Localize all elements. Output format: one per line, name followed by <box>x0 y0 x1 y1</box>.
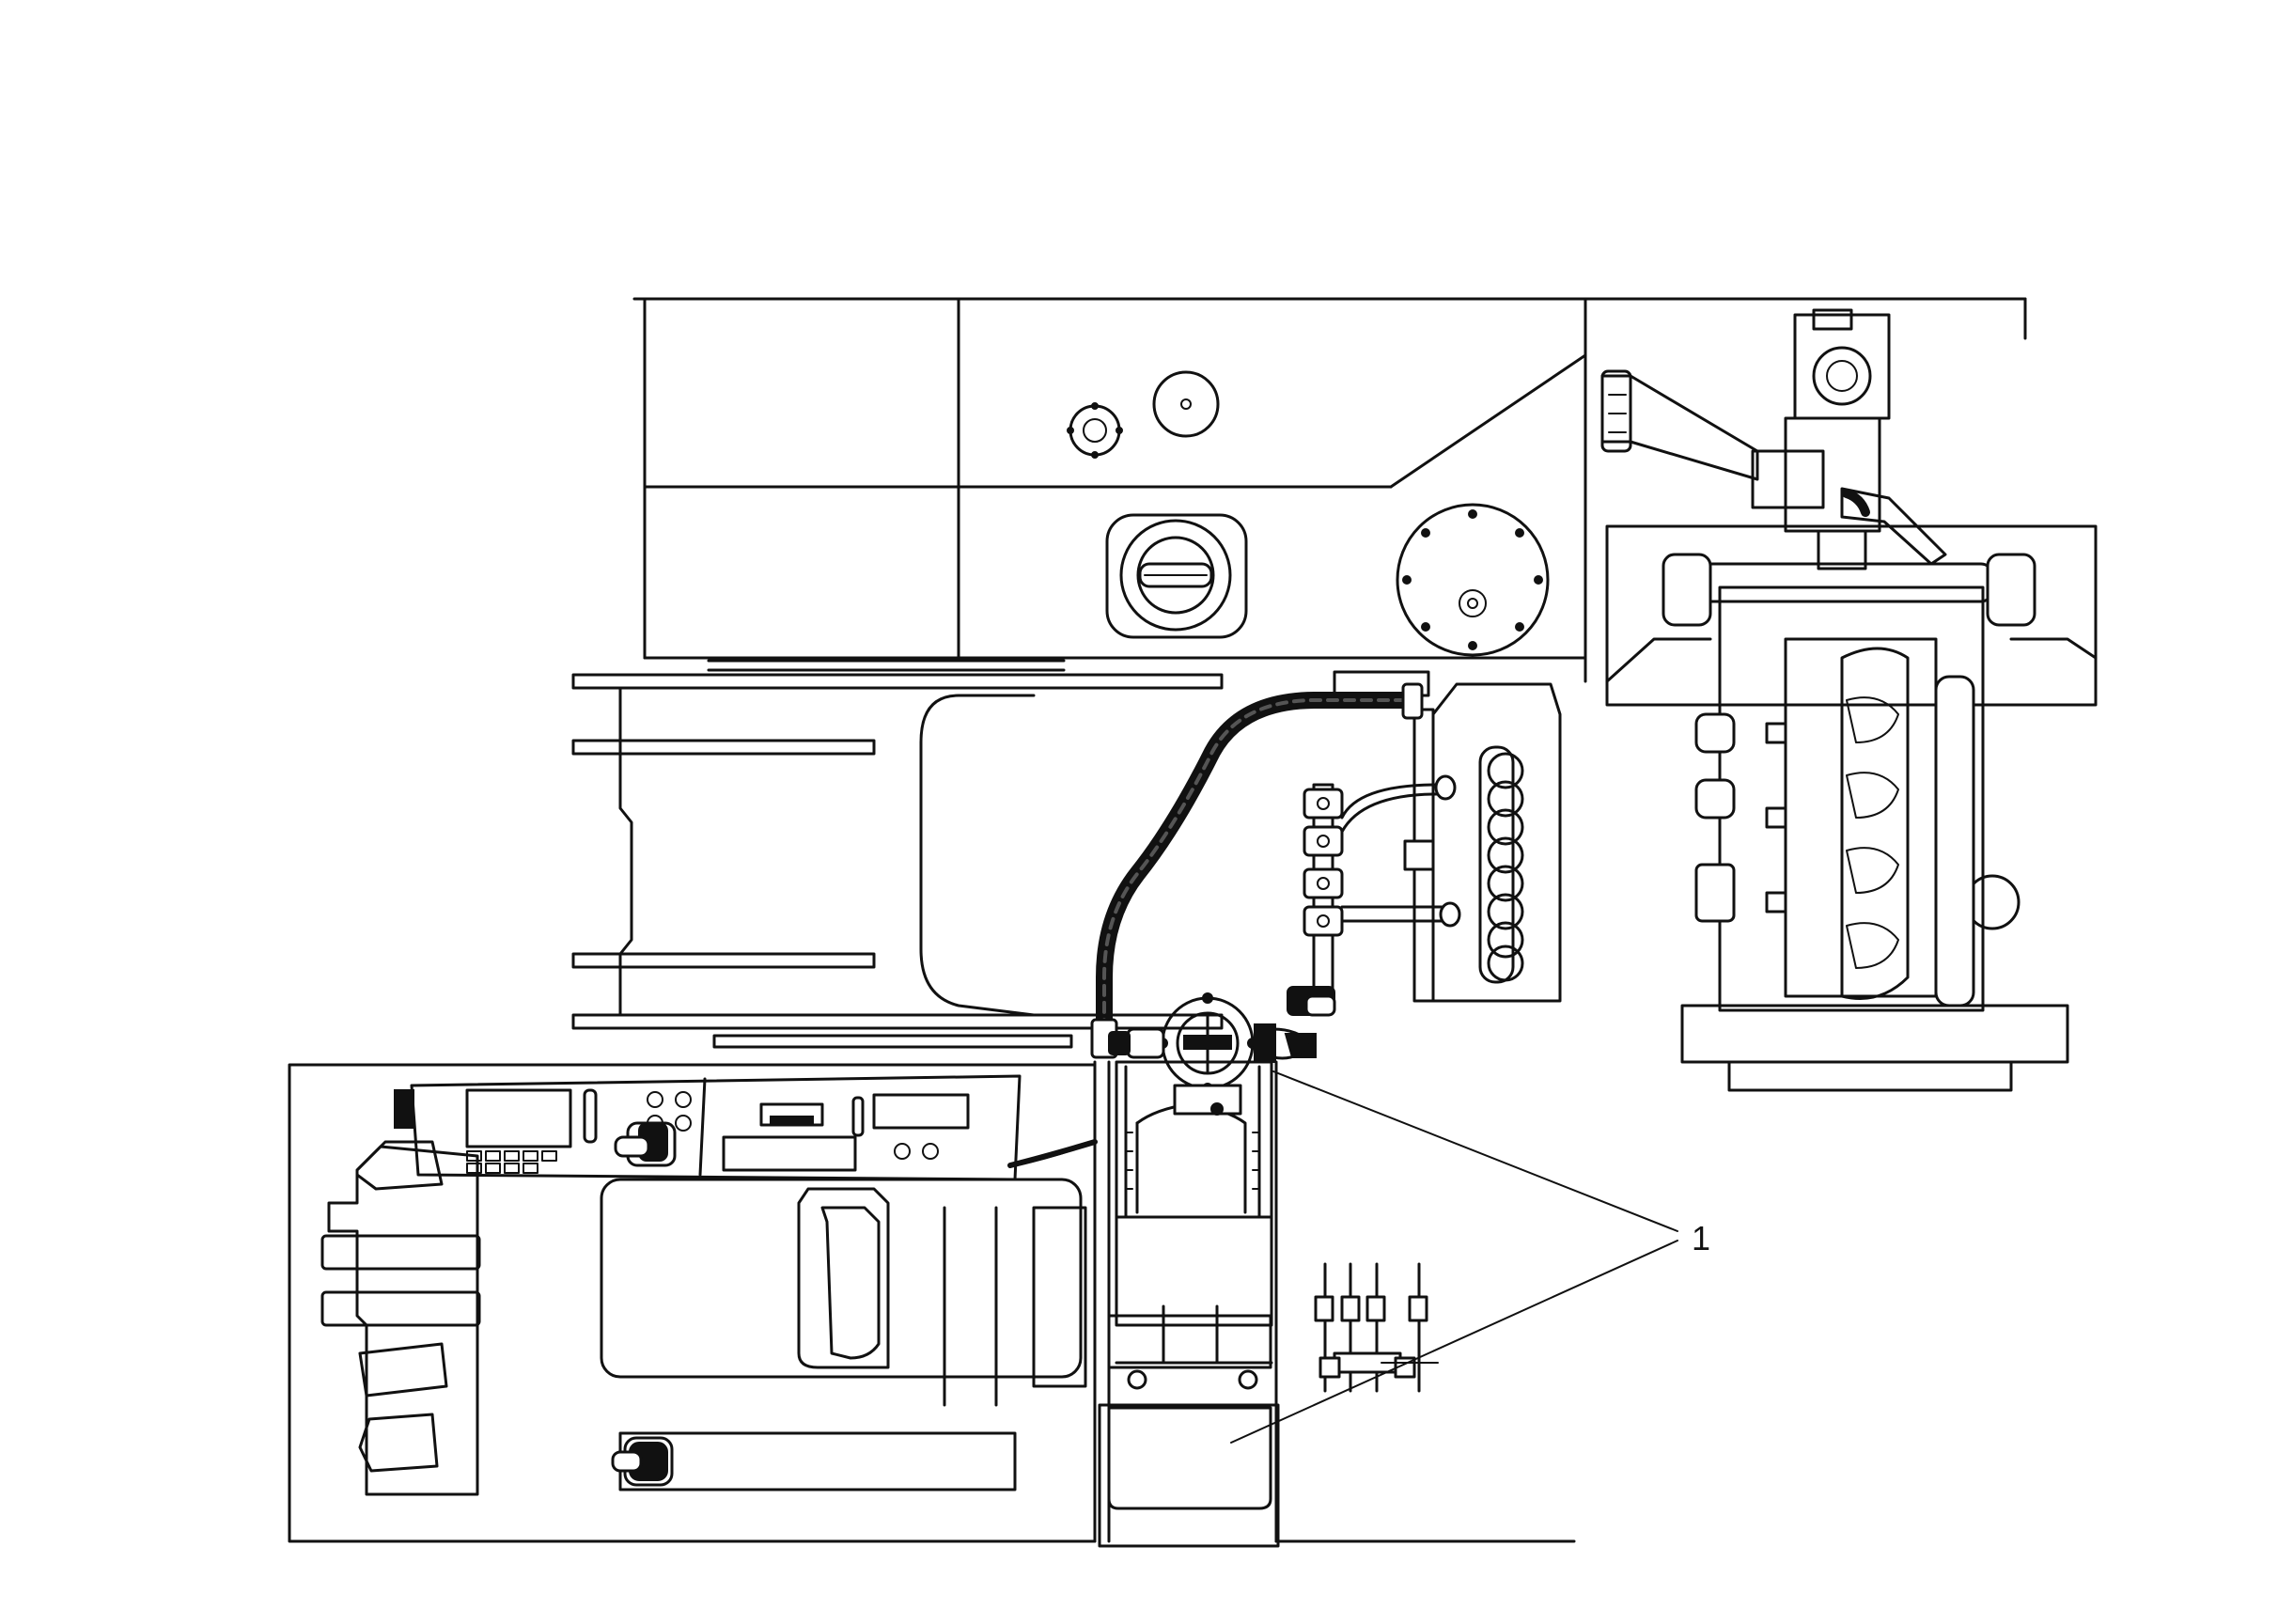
compartment-partitions <box>1093 1060 1576 1548</box>
inspection-port <box>1067 370 1220 459</box>
access-cover <box>1396 503 1550 657</box>
crew-station <box>288 1063 1098 1543</box>
fuel-filter-assembly <box>1107 992 1313 1510</box>
fuel-manifold <box>1284 670 1562 1058</box>
fuel-sensor-fitting <box>1314 1262 1439 1393</box>
hull-tank-assembly <box>632 297 2027 683</box>
air-intake-assembly <box>1600 308 1947 570</box>
callout-1-label: 1 <box>1692 1219 1710 1257</box>
engine <box>1605 297 2098 1092</box>
sponson-structure <box>571 673 1224 1049</box>
fuel-hose <box>1090 682 1424 1059</box>
callout-1: 1 <box>1230 1070 1710 1444</box>
fuel-filler-cap <box>1105 513 1248 639</box>
